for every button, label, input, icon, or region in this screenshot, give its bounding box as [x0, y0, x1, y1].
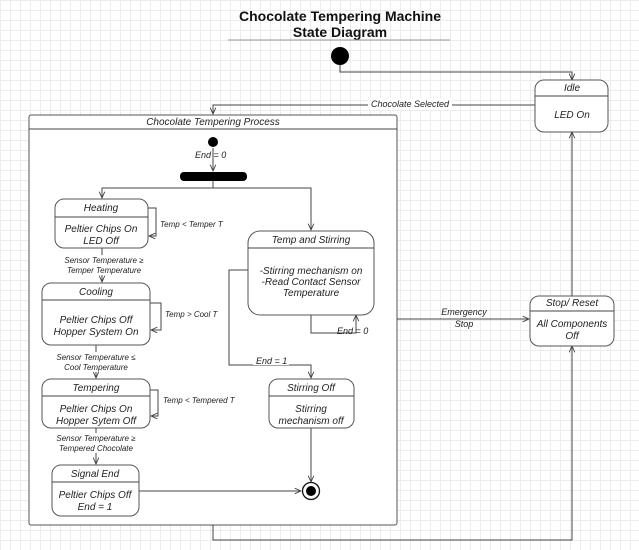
state-tempering: Tempering Peltier Chips On Hopper Sytem … [41, 378, 151, 429]
edge-heating-self [148, 207, 157, 236]
label-heating-self: Temp < Temper T [160, 220, 224, 229]
state-signal-end: Signal End Peltier Chips Off End = 1 [51, 464, 140, 517]
label-chocolate-selected: Chocolate Selected [371, 99, 450, 109]
label-emergency-1: Emergency [441, 307, 487, 317]
edge-cooling-self [150, 302, 162, 330]
state-tempering-body1: Peltier Chips On [60, 404, 133, 415]
state-cooling-body2: Hopper System On [53, 327, 138, 338]
label-heating-to-cooling-1: Sensor Temperature ≥ [64, 256, 144, 265]
label-tempering-self: Temp < Tempered T [163, 396, 236, 405]
state-idle-name: Idle [564, 83, 581, 94]
state-temp-stirring-name: Temp and Stirring [272, 235, 351, 246]
state-stirring-off: Stirring Off Stirring mechanism off [268, 378, 355, 429]
label-end-init: End = 0 [195, 150, 226, 160]
label-cooling-to-tempering-1: Sensor Temperature ≤ [56, 353, 136, 362]
state-stop-reset-name: Stop/ Reset [546, 298, 599, 309]
fork-bar [180, 172, 247, 181]
state-stirring-off-body1: Stirring [295, 404, 327, 415]
state-temp-stirring-body3: Temperature [283, 288, 340, 299]
initial-state-inner [208, 137, 218, 147]
state-heating: Heating Peltier Chips On LED Off [54, 198, 149, 249]
state-cooling-name: Cooling [79, 287, 113, 298]
label-stirring-loop: End = 0 [337, 326, 368, 336]
state-signal-end-body2: End = 1 [78, 502, 113, 513]
composite-name: Chocolate Tempering Process [146, 117, 280, 128]
diagram-title-line2: State Diagram [293, 24, 387, 40]
state-temp-stirring: Temp and Stirring -Stirring mechanism on… [247, 230, 375, 316]
state-stirring-off-name: Stirring Off [287, 383, 336, 394]
state-heating-body2: LED Off [83, 236, 120, 247]
state-tempering-name: Tempering [73, 383, 120, 394]
state-signal-end-name: Signal End [71, 469, 120, 480]
state-stop-reset-body2: Off [565, 331, 580, 342]
label-tempering-to-signal-1: Sensor Temperature ≥ [56, 434, 136, 443]
state-stirring-off-body2: mechanism off [278, 416, 344, 427]
edge-composite-to-stop [212, 346, 572, 541]
edge-tempering-self [150, 389, 159, 416]
initial-state-top [331, 47, 349, 65]
diagram-title-line1: Chocolate Tempering Machine [239, 8, 441, 24]
state-stop-reset: Stop/ Reset All Components Off [529, 295, 615, 347]
label-tempering-to-signal-2: Tempered Chocolate [59, 444, 134, 453]
state-temp-stirring-body2: -Read Contact Sensor [262, 277, 362, 288]
state-heating-name: Heating [84, 203, 119, 214]
edge-stirring-loop [310, 315, 356, 334]
state-stop-reset-body1: All Components [536, 319, 608, 330]
state-tempering-body2: Hopper Sytem Off [56, 416, 137, 427]
edge-initial-to-idle [339, 65, 572, 80]
label-heating-to-cooling-2: Temper Temperature [67, 266, 142, 275]
state-cooling: Cooling Peltier Chips Off Hopper System … [41, 282, 151, 346]
state-temp-stirring-body1: -Stirring mechanism on [260, 266, 363, 277]
label-stirring-exit: End = 1 [256, 356, 287, 366]
label-emergency-2: Stop [455, 319, 474, 329]
state-heating-body1: Peltier Chips On [65, 224, 138, 235]
final-state [301, 481, 321, 501]
label-cooling-self: Temp > Cool T [165, 310, 219, 319]
edge-fork-to-stirring [212, 181, 311, 230]
state-idle-body: LED On [554, 110, 590, 121]
state-cooling-body1: Peltier Chips Off [60, 315, 134, 326]
state-idle: Idle LED On [534, 79, 609, 133]
state-signal-end-body1: Peltier Chips Off [59, 490, 133, 501]
label-cooling-to-tempering-2: Cool Temperature [64, 363, 128, 372]
edge-stirring-exit [228, 269, 311, 378]
